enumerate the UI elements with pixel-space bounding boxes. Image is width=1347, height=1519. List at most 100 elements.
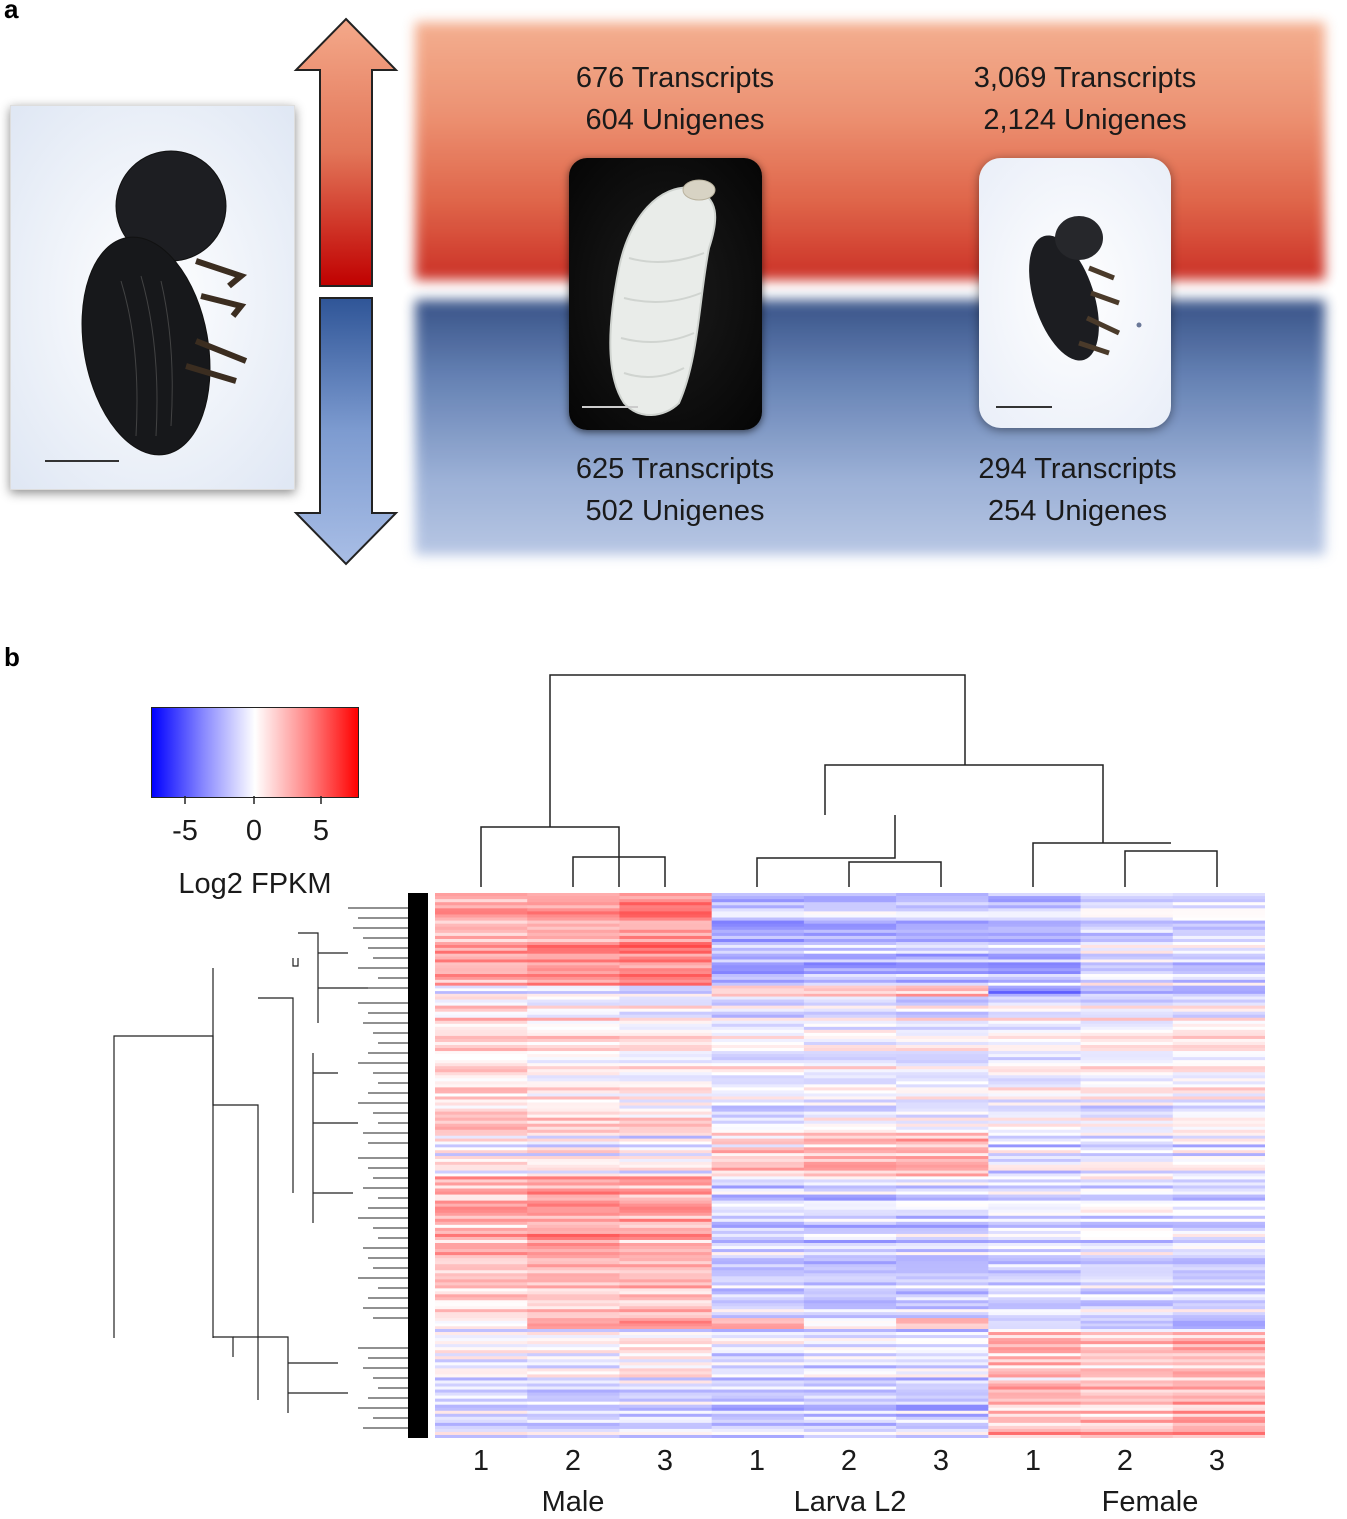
heatmap-cell (711, 1078, 805, 1082)
heatmap-cell (803, 1398, 897, 1403)
heatmap-cell (1080, 1407, 1174, 1412)
heatmap-cell (527, 1276, 620, 1280)
heatmap-cell (1172, 1344, 1265, 1348)
heatmap-cell (1080, 1294, 1174, 1298)
larva-down-unigenes: 502 Unigenes (585, 495, 765, 527)
heatmap-cell (1080, 1329, 1174, 1333)
heatmap-cell (896, 1318, 989, 1322)
heatmap-cell (988, 1176, 1082, 1180)
heatmap-cell (896, 896, 989, 900)
heatmap-cell (619, 1258, 713, 1262)
heatmap-cell (896, 1170, 989, 1174)
heatmap-cell (896, 1246, 989, 1250)
heatmap-cell (896, 1191, 989, 1195)
heatmap-cell (435, 1338, 528, 1342)
panel-b-label: b (4, 642, 20, 672)
heatmap-cell (896, 1153, 989, 1157)
heatmap-cell (1080, 1212, 1174, 1217)
heatmap-cell (1172, 959, 1265, 963)
heatmap-cell (619, 1315, 713, 1319)
larva-rep-1: 1 (748, 1445, 766, 1477)
heatmap-cell (435, 1102, 528, 1106)
heatmap-cell (803, 1057, 897, 1061)
heatmap-cell (711, 1096, 805, 1100)
heatmap-cell (711, 1338, 805, 1342)
heatmap-cell (527, 1060, 620, 1064)
heatmap-cell (988, 1335, 1082, 1339)
heatmap-cell (619, 1135, 713, 1140)
heatmap-cell (619, 944, 713, 949)
heatmap-cell (1080, 944, 1174, 949)
heatmap-cell (527, 1398, 620, 1403)
heatmap-cell (527, 1434, 620, 1438)
heatmap-cell (896, 1188, 989, 1192)
heatmap-cell (803, 991, 897, 995)
heatmap-cell (896, 1002, 989, 1007)
heatmap-cell (619, 1320, 713, 1324)
heatmap-cell (619, 1347, 713, 1351)
heatmap-cell (527, 1297, 620, 1301)
heatmap-cell (435, 1038, 528, 1043)
heatmap-cell (711, 991, 805, 995)
heatmap-cell (435, 959, 528, 963)
heatmap-cell (988, 1126, 1082, 1131)
heatmap-cell (1080, 1374, 1174, 1378)
heatmap-cell (711, 1273, 805, 1277)
heatmap-cell (711, 1353, 805, 1357)
heatmap-cell (527, 1362, 620, 1366)
heatmap-cell (1080, 1326, 1174, 1330)
heatmap-cell (988, 1386, 1082, 1390)
heatmap-cell (619, 1084, 713, 1088)
heatmap-cell (435, 1218, 528, 1223)
heatmap-cell (1172, 1329, 1265, 1333)
heatmap-cell (803, 1200, 897, 1205)
heatmap-cell (619, 911, 713, 915)
heatmap-cell (435, 1377, 528, 1381)
heatmap-cell (988, 1153, 1082, 1157)
heatmap-cell (435, 896, 528, 900)
heatmap-cell (619, 1359, 713, 1363)
heatmap-cell (1080, 985, 1174, 989)
heatmap-cell (803, 1341, 897, 1345)
heatmap-cell (711, 996, 805, 1000)
heatmap-cell (527, 1032, 620, 1037)
heatmap-cell (803, 1389, 897, 1393)
heatmap-cell (988, 1350, 1082, 1354)
heatmap-cell (1172, 1312, 1265, 1316)
female-beetle-photo (979, 158, 1171, 428)
heatmap-cell (988, 1329, 1082, 1333)
heatmap-cell (896, 1218, 989, 1223)
heatmap-cell (527, 956, 620, 960)
heatmap-cell (1080, 1123, 1174, 1128)
heatmap-cell (711, 1114, 805, 1119)
heatmap-cell (1080, 1371, 1174, 1375)
heatmap-cell (896, 1173, 989, 1177)
heatmap-cell (1080, 1279, 1174, 1283)
heatmap-cell (711, 1258, 805, 1262)
heatmap-cell (1080, 935, 1174, 940)
heatmap-cell (803, 974, 897, 978)
heatmap-cell (1172, 1044, 1265, 1049)
heatmap-cell (988, 1179, 1082, 1183)
heatmap-cell (1172, 1303, 1265, 1307)
female-up-counts: 3,069 Transcripts 2,124 Unigenes (925, 57, 1245, 141)
heatmap-cell (527, 1011, 620, 1016)
heatmap-cell (619, 1282, 713, 1286)
heatmap-cell (1080, 1132, 1174, 1137)
heatmap-cell (711, 1297, 805, 1301)
heatmap-cell (1080, 1320, 1174, 1324)
heatmap-cell (803, 1164, 897, 1169)
heatmap-cell (619, 1297, 713, 1301)
heatmap-cell (1080, 1120, 1174, 1125)
heatmap-cell (435, 1120, 528, 1125)
larva-photo (569, 158, 762, 430)
heatmap-cell (1172, 1147, 1265, 1151)
heatmap-cell (619, 959, 713, 963)
heatmap-cell (896, 1252, 989, 1256)
heatmap-cell (896, 1060, 989, 1064)
heatmap-cell (711, 982, 805, 987)
heatmap-cell (1172, 1347, 1265, 1351)
heatmap-cell (527, 1294, 620, 1298)
heatmap-cell (435, 1078, 528, 1082)
heatmap-cell (803, 1267, 897, 1271)
